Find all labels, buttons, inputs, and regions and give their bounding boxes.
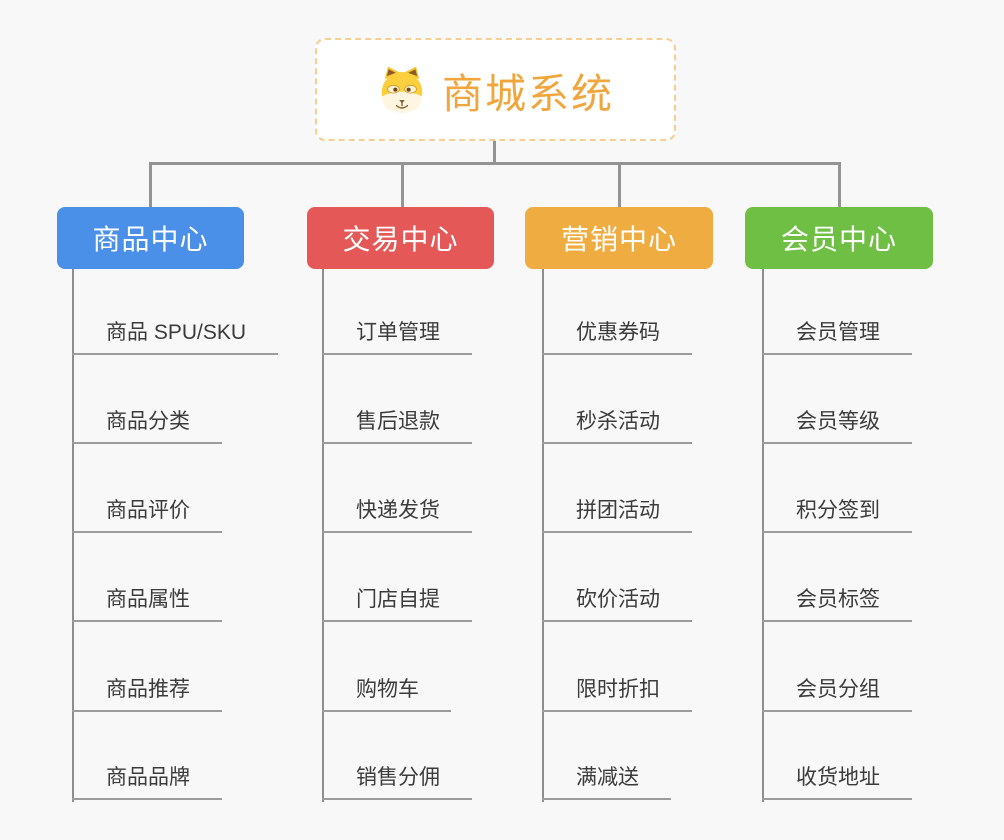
leaf-node[interactable]: 销售分佣 xyxy=(322,763,472,800)
branch-node-product-center[interactable]: 商品中心 xyxy=(57,207,244,269)
leaf-node[interactable]: 商品 SPU/SKU xyxy=(72,318,279,355)
leaf-node[interactable]: 拼团活动 xyxy=(542,496,692,533)
leaf-node[interactable]: 商品分类 xyxy=(72,407,222,444)
connector-bus xyxy=(149,162,841,165)
root-node-mall-system[interactable]: 商城系统 xyxy=(315,38,676,141)
leaf-node[interactable]: 会员等级 xyxy=(762,407,912,444)
leaf-node[interactable]: 会员分组 xyxy=(762,675,912,712)
branch-label: 商品中心 xyxy=(92,224,209,255)
leaf-node[interactable]: 会员标签 xyxy=(762,585,912,622)
leaf-node[interactable]: 门店自提 xyxy=(322,585,472,622)
leaf-node[interactable]: 售后退款 xyxy=(322,407,472,444)
connector-trunk-member xyxy=(762,268,764,802)
leaf-node[interactable]: 限时折扣 xyxy=(542,675,692,712)
branch-node-member-center[interactable]: 会员中心 xyxy=(745,207,933,269)
leaf-node[interactable]: 优惠券码 xyxy=(542,318,692,355)
connector-drop-product xyxy=(149,163,152,209)
connector-trunk-marketing xyxy=(542,268,544,802)
leaf-node[interactable]: 订单管理 xyxy=(322,318,472,355)
connector-drop-member xyxy=(838,163,841,209)
leaf-node[interactable]: 商品推荐 xyxy=(72,675,222,712)
connector-root-drop xyxy=(493,139,496,164)
leaf-node[interactable]: 商品品牌 xyxy=(72,763,222,800)
branch-label: 会员中心 xyxy=(780,224,897,255)
leaf-node[interactable]: 秒杀活动 xyxy=(542,407,692,444)
leaf-node[interactable]: 商品属性 xyxy=(72,585,222,622)
connector-trunk-trade xyxy=(322,268,324,802)
leaf-node[interactable]: 满减送 xyxy=(542,763,671,800)
root-title: 商城系统 xyxy=(442,70,614,117)
leaf-node[interactable]: 收货地址 xyxy=(762,763,912,800)
leaf-node[interactable]: 购物车 xyxy=(322,675,451,712)
dog-face-icon xyxy=(381,66,423,113)
branch-label: 营销中心 xyxy=(560,224,677,255)
branch-node-trade-center[interactable]: 交易中心 xyxy=(307,207,494,269)
leaf-node[interactable]: 砍价活动 xyxy=(542,585,692,622)
leaf-node[interactable]: 会员管理 xyxy=(762,318,912,355)
branch-label: 交易中心 xyxy=(342,224,459,255)
leaf-node[interactable]: 商品评价 xyxy=(72,496,222,533)
connector-trunk-product xyxy=(72,268,74,802)
connector-drop-trade xyxy=(401,163,404,209)
connector-drop-marketing xyxy=(618,163,621,209)
leaf-node[interactable]: 快递发货 xyxy=(322,496,472,533)
leaf-node[interactable]: 积分签到 xyxy=(762,496,912,533)
branch-node-marketing-center[interactable]: 营销中心 xyxy=(525,207,713,269)
